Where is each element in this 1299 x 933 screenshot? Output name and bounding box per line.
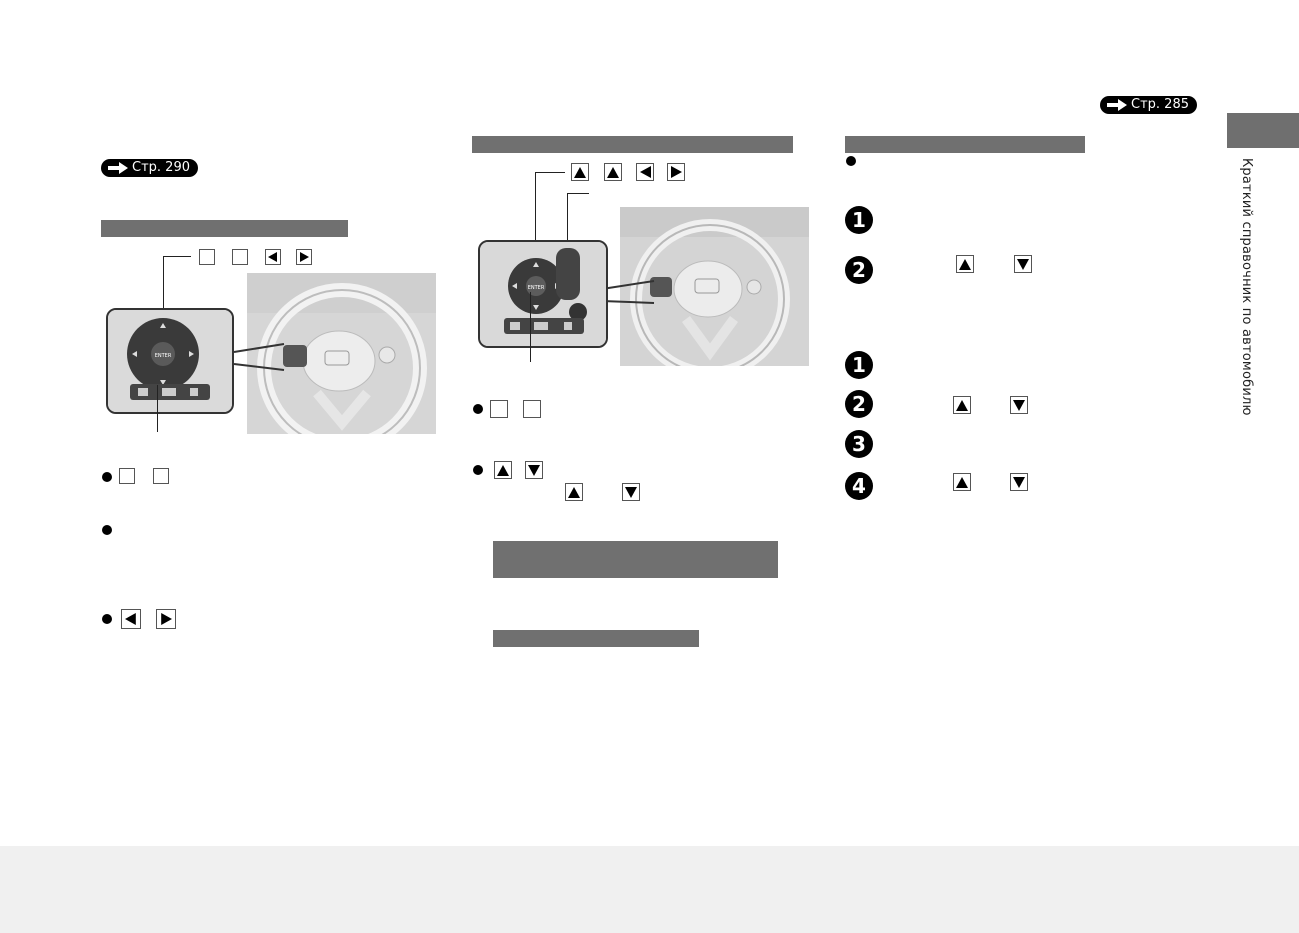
steering-wheel-icon <box>247 273 436 434</box>
step-number-1: 1 <box>845 206 873 234</box>
control-pad-icon: ENTER <box>108 310 232 412</box>
bullet-icon <box>102 472 112 482</box>
key-up <box>571 163 589 181</box>
triangle-up-icon <box>607 166 619 178</box>
triangle-down-icon <box>1013 399 1025 411</box>
note-header-bar <box>493 541 778 578</box>
sidebar-title: Краткий справочник по автомобилю <box>1239 158 1254 416</box>
key-down <box>1010 473 1028 491</box>
page-reference-label: Стр. 285 <box>1131 97 1189 112</box>
key-up <box>604 163 622 181</box>
bullet-icon <box>846 156 856 166</box>
sidebar-tab[interactable] <box>1227 113 1299 148</box>
steering-wheel-icon <box>620 207 809 366</box>
steering-wheel-photo <box>620 207 809 366</box>
key-blank <box>153 468 169 484</box>
page-footer-band <box>0 846 1299 933</box>
triangle-up-icon <box>956 399 968 411</box>
control-panel-inset: ENTER <box>106 308 234 414</box>
key-blank <box>119 468 135 484</box>
key-right <box>156 609 176 629</box>
steering-wheel-photo <box>247 273 436 434</box>
key-down <box>525 461 543 479</box>
step-number-2: 2 <box>845 256 873 284</box>
page-reference-label: Стр. 290 <box>132 160 190 175</box>
page-reference-285[interactable]: Стр. 285 <box>1100 96 1197 114</box>
triangle-right-icon <box>161 613 172 625</box>
step-number-1: 1 <box>845 351 873 379</box>
leader-line <box>567 193 589 194</box>
svg-text:ENTER: ENTER <box>528 285 545 291</box>
bullet-icon <box>102 614 112 624</box>
key-right <box>667 163 685 181</box>
triangle-down-icon <box>528 464 540 476</box>
note-subheader-bar <box>493 630 699 647</box>
arrow-right-icon <box>1107 99 1127 111</box>
key-up <box>953 473 971 491</box>
leader-line <box>163 256 191 257</box>
key-blank <box>490 400 508 418</box>
leader-line <box>530 292 531 362</box>
key-blank <box>523 400 541 418</box>
step-number-4: 4 <box>845 472 873 500</box>
key-down <box>622 483 640 501</box>
key-blank <box>199 249 215 265</box>
triangle-right-icon <box>670 166 682 178</box>
section-header-bar <box>845 136 1085 153</box>
triangle-down-icon <box>1013 476 1025 488</box>
leader-line <box>567 193 568 253</box>
triangle-up-icon <box>568 486 580 498</box>
page-reference-290[interactable]: Стр. 290 <box>101 159 198 177</box>
triangle-left-icon <box>268 252 277 262</box>
triangle-left-icon <box>125 613 136 625</box>
svg-text:ENTER: ENTER <box>155 353 172 359</box>
key-down <box>1010 396 1028 414</box>
section-header-bar <box>101 220 348 237</box>
triangle-up-icon <box>956 476 968 488</box>
triangle-up-icon <box>574 166 586 178</box>
leader-line <box>157 385 158 432</box>
triangle-down-icon <box>625 486 637 498</box>
key-left <box>121 609 141 629</box>
key-up <box>494 461 512 479</box>
leader-line <box>535 172 565 173</box>
bullet-icon <box>473 404 483 414</box>
key-left <box>265 249 281 265</box>
triangle-left-icon <box>639 166 651 178</box>
step-number-3: 3 <box>845 430 873 458</box>
key-up <box>565 483 583 501</box>
triangle-up-icon <box>497 464 509 476</box>
bullet-icon <box>473 465 483 475</box>
bullet-icon <box>102 525 112 535</box>
control-panel-inset: ENTER <box>478 240 608 348</box>
key-blank <box>232 249 248 265</box>
arrow-right-icon <box>108 162 128 174</box>
triangle-right-icon <box>300 252 309 262</box>
triangle-up-icon <box>959 258 971 270</box>
key-up <box>953 396 971 414</box>
step-number-2: 2 <box>845 390 873 418</box>
control-pad-icon: ENTER <box>480 242 606 346</box>
zoom-connector <box>233 343 285 371</box>
key-right <box>296 249 312 265</box>
key-up <box>956 255 974 273</box>
section-header-bar <box>472 136 793 153</box>
key-left <box>636 163 654 181</box>
leader-line <box>163 256 164 328</box>
key-down <box>1014 255 1032 273</box>
leader-line <box>535 172 536 260</box>
triangle-down-icon <box>1017 258 1029 270</box>
